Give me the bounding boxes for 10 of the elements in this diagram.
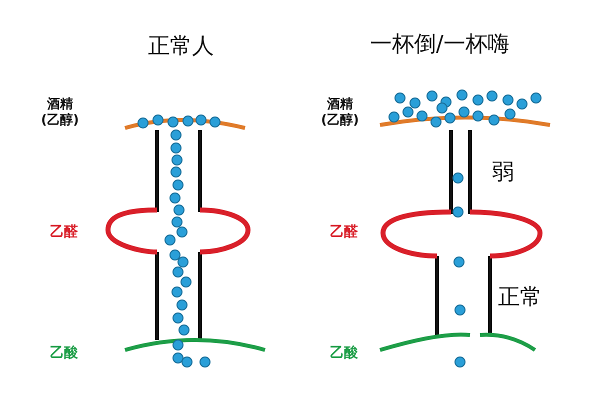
substance-label: 乙酸 [50, 345, 78, 362]
substance-label: 酒精(乙醇) [40, 97, 80, 128]
substance-label: 乙醛 [50, 224, 78, 241]
panel-heading: 一杯倒/一杯嗨 [370, 32, 510, 58]
substance-label: 乙醛 [330, 224, 358, 241]
substance-label: 酒精(乙醇) [320, 97, 360, 128]
substance-label: 乙酸 [330, 345, 358, 362]
rate-label: 正常 [498, 285, 542, 312]
panel-heading: 正常人 [148, 34, 214, 60]
rate-label: 弱 [492, 160, 514, 186]
